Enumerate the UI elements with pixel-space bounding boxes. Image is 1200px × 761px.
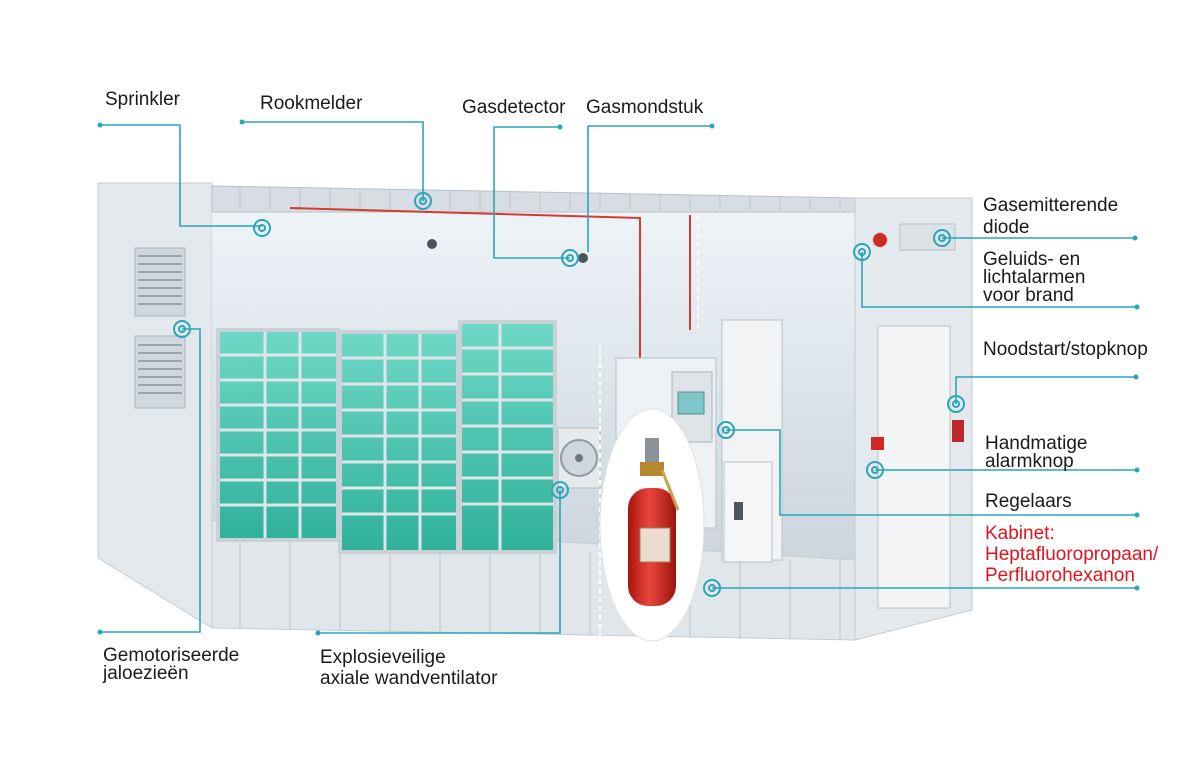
- label-gasmondstuk: Gasmondstuk: [586, 97, 704, 118]
- marker-handmatige: [866, 461, 884, 479]
- label-explosie-2: axiale wandventilator: [320, 668, 498, 689]
- manual-alarm-box: [871, 437, 884, 450]
- label-gasemitterende-2: diode: [983, 217, 1030, 238]
- leader-explosie: [318, 490, 561, 634]
- leader-lines: [100, 121, 1137, 634]
- marker-gasdetector: [561, 249, 579, 267]
- marker-kabinet: [703, 579, 721, 597]
- marker-louvers: [173, 320, 191, 338]
- label-geluids-1: Geluids- en: [983, 249, 1081, 270]
- label-rookmelder: Rookmelder: [260, 93, 363, 114]
- label-noodstart: Noodstart/stopknop: [983, 339, 1148, 360]
- motorized-louvers: [134, 247, 186, 409]
- label-handmatige-2: alarmknop: [985, 451, 1074, 472]
- leader-rookmelder: [242, 121, 424, 201]
- marker-fan: [551, 481, 569, 499]
- leader-regelaars: [726, 429, 1137, 516]
- gas-detector-device: [427, 239, 437, 249]
- alarm-beacon: [873, 233, 887, 247]
- label-gasdetector: Gasdetector: [462, 97, 566, 118]
- leader-gasdetector: [493, 126, 570, 259]
- label-regelaars: Regelaars: [985, 491, 1072, 512]
- marker-regelaars: [717, 421, 735, 439]
- label-geluids-2: lichtalarmen: [983, 267, 1086, 288]
- leader-sprinkler: [100, 124, 262, 227]
- label-kabinet-2: Heptafluoropropaan/: [985, 544, 1159, 565]
- label-gasemitterende-1: Gasemitterende: [983, 195, 1119, 216]
- axial-wall-fan: [557, 427, 601, 489]
- label-kabinet-1: Kabinet:: [985, 523, 1055, 544]
- end-door: [877, 325, 951, 609]
- marker-gasemitterende: [933, 229, 951, 247]
- battery-racks: [216, 320, 557, 554]
- leader-gasmondstuk: [587, 125, 712, 252]
- marker-rookmelder: [414, 192, 432, 210]
- leader-geluids: [861, 252, 1137, 308]
- emergency-stop-box: [952, 420, 964, 442]
- gas-pipe: [289, 207, 641, 360]
- label-gemotoriseerde-1: Gemotoriseerde: [103, 645, 240, 666]
- gas-detector-device-2: [578, 253, 588, 263]
- target-markers: [173, 192, 965, 597]
- label-explosie-1: Explosieveilige: [320, 647, 446, 668]
- label-sprinkler: Sprinkler: [105, 89, 180, 110]
- extinguisher-inset: [599, 408, 705, 642]
- leader-endpoints: [97, 119, 1140, 636]
- marker-geluids: [853, 243, 871, 261]
- label-gemotoriseerde-2: jaloezieën: [103, 663, 189, 684]
- leader-noodstart: [955, 376, 1136, 404]
- marker-noodstart: [947, 395, 965, 413]
- label-geluids-3: voor brand: [983, 285, 1074, 306]
- label-handmatige-1: Handmatige: [985, 433, 1088, 454]
- label-kabinet-3: Perfluorohexanon: [985, 565, 1135, 586]
- marker-sprinkler: [253, 219, 271, 237]
